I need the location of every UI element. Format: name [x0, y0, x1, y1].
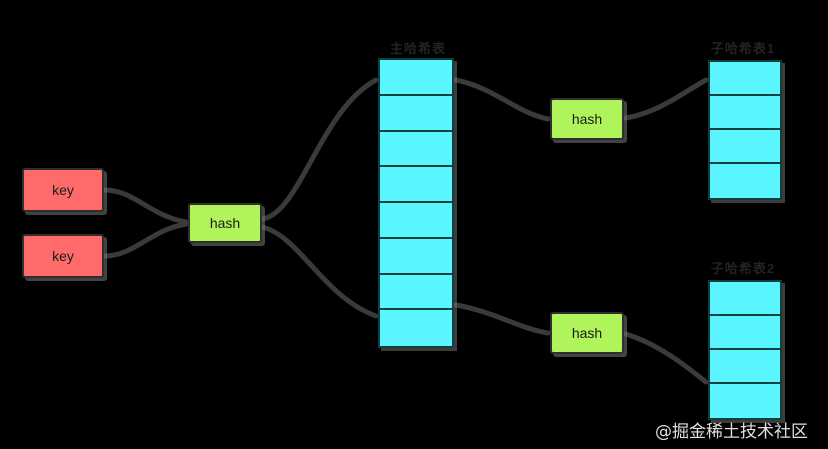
- table-cell[interactable]: [380, 60, 452, 96]
- table-cell[interactable]: [710, 384, 780, 418]
- table-cell[interactable]: [380, 310, 452, 346]
- table-cell[interactable]: [710, 316, 780, 350]
- table-bottom-right[interactable]: [708, 280, 782, 420]
- table-cell[interactable]: [710, 62, 780, 96]
- hash-bottom-to-table-bottom: [623, 331, 709, 385]
- table-cell[interactable]: [380, 167, 452, 203]
- hash-to-main-cell-7: [259, 224, 379, 319]
- hash-to-main-cell-1: [259, 77, 379, 222]
- node-key-bottom-label: key: [52, 248, 74, 264]
- main-cell-1-to-hash-top: [453, 77, 551, 122]
- node-hash-main[interactable]: hash: [188, 203, 262, 243]
- node-hash-top[interactable]: hash: [550, 98, 624, 140]
- table-cell[interactable]: [380, 274, 452, 311]
- table-cell[interactable]: [380, 238, 452, 275]
- node-hash-main-label: hash: [209, 215, 241, 231]
- node-key-bottom[interactable]: key: [22, 234, 104, 278]
- main-cell-7-to-hash-bottom: [453, 302, 551, 336]
- table-cell[interactable]: [710, 96, 780, 130]
- table-main-label: 主哈希表: [389, 41, 446, 56]
- node-key-top-label: key: [52, 182, 74, 198]
- table-cell[interactable]: [710, 350, 780, 384]
- table-cell[interactable]: [710, 130, 780, 164]
- table-cell[interactable]: [710, 164, 780, 198]
- node-hash-bottom[interactable]: hash: [550, 312, 624, 354]
- table-cell[interactable]: [380, 95, 452, 132]
- table-cell[interactable]: [710, 282, 780, 316]
- table-top-right[interactable]: [708, 60, 782, 200]
- table-bottom-right-label: 子哈希表2: [710, 261, 776, 276]
- node-hash-bottom-label: hash: [571, 325, 603, 341]
- key-top-to-hash: [101, 187, 189, 225]
- node-key-top[interactable]: key: [22, 168, 104, 212]
- table-main[interactable]: [378, 58, 454, 348]
- table-cell[interactable]: [380, 203, 452, 239]
- table-top-right-label: 子哈希表1: [710, 41, 776, 56]
- key-bottom-to-hash: [101, 221, 189, 259]
- watermark: @掘金稀土技术社区: [655, 422, 808, 442]
- node-hash-top-label: hash: [571, 111, 603, 127]
- table-cell[interactable]: [380, 131, 452, 168]
- hash-top-to-table-top: [623, 77, 709, 121]
